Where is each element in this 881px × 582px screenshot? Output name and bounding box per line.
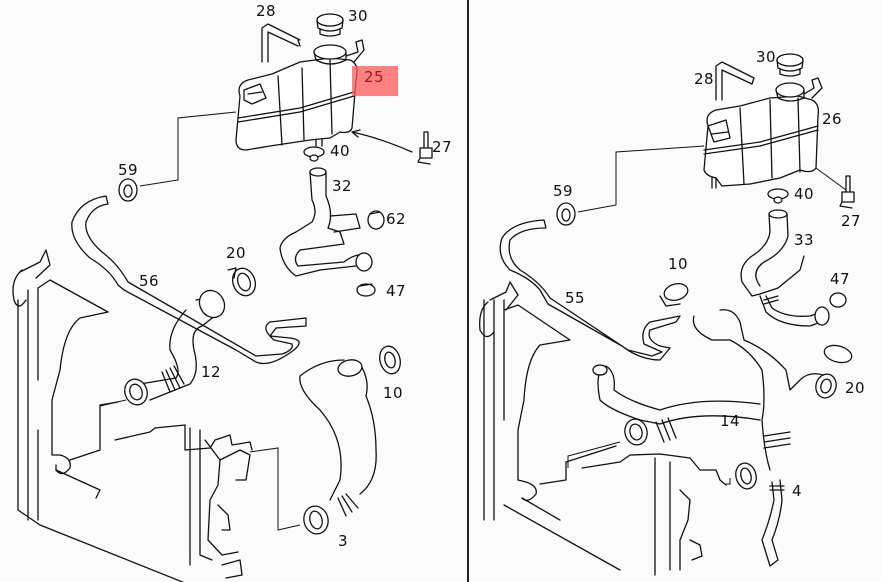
hose-28-left — [261, 23, 301, 63]
clamp-40-left — [303, 146, 325, 162]
callout-33: 33 — [794, 231, 815, 249]
hose-55 — [499, 219, 681, 361]
callout-30-right: 30 — [756, 48, 777, 66]
sensor-27-right — [839, 175, 855, 209]
highlight-box-25 — [352, 66, 398, 96]
callout-40-right: 40 — [794, 185, 815, 203]
clamp-20-left — [227, 267, 257, 297]
callout-55: 55 — [565, 289, 586, 307]
callout-3: 3 — [338, 532, 349, 550]
clamp-47-left — [356, 283, 376, 297]
hose-32 — [279, 167, 373, 277]
clamp-10-left — [379, 345, 401, 375]
callout-10-left: 10 — [383, 384, 404, 402]
callout-47-left: 47 — [386, 282, 407, 300]
clamp-62 — [367, 210, 385, 230]
leader-line-27-right — [815, 167, 847, 191]
leader-line-59 — [139, 111, 237, 187]
callout-27-right: 27 — [841, 212, 862, 230]
radiator-right — [479, 281, 731, 576]
clamp-59-right — [556, 202, 576, 226]
hose-33 — [740, 209, 830, 327]
leader-line-59-right — [577, 145, 705, 213]
hose-14 — [567, 309, 837, 567]
radiator-left — [12, 249, 301, 582]
callout-28-right: 28 — [694, 70, 715, 88]
callout-30-left: 30 — [348, 7, 369, 25]
hose-56 — [71, 195, 307, 365]
callout-32: 32 — [332, 177, 353, 195]
callout-28-left: 28 — [256, 2, 277, 20]
clamp-59-left — [118, 178, 138, 202]
callout-25-left: 25 — [364, 68, 385, 86]
callout-20-left: 20 — [226, 244, 247, 262]
hose-28-right — [715, 61, 755, 101]
clamp-47-right — [829, 292, 847, 308]
clamp-20-right — [823, 344, 853, 364]
callout-12: 12 — [201, 363, 222, 381]
callout-47-right: 47 — [830, 270, 851, 288]
callout-26: 26 — [822, 110, 843, 128]
hose-12 — [99, 289, 226, 440]
expansion-tank-left — [235, 39, 365, 151]
callout-62: 62 — [386, 210, 407, 228]
hose-3 — [299, 359, 377, 535]
callout-10-right: 10 — [668, 255, 689, 273]
panel-divider — [467, 0, 469, 582]
callout-20-right: 20 — [845, 379, 866, 397]
callout-59-right: 59 — [553, 182, 574, 200]
sensor-27-left — [417, 131, 433, 165]
callout-59-left: 59 — [118, 161, 139, 179]
callout-14: 14 — [720, 412, 741, 430]
callout-4: 4 — [792, 482, 803, 500]
callout-56: 56 — [139, 272, 160, 290]
callout-40-left: 40 — [330, 142, 351, 160]
clamp-10-right — [659, 283, 689, 307]
clamp-40-right — [767, 188, 789, 204]
callout-27-left: 27 — [432, 138, 453, 156]
pointer-arrow-27 — [351, 129, 413, 153]
cap-30-left — [316, 13, 344, 37]
cap-30-right — [776, 53, 804, 77]
